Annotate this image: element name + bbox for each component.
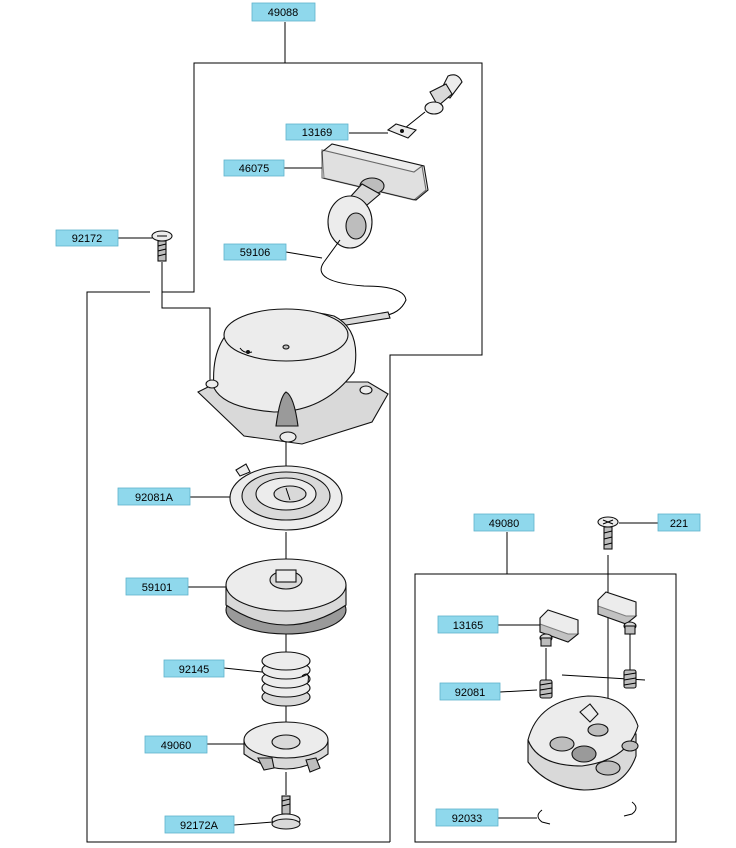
screw-221-part	[597, 516, 619, 550]
screw-upper-part	[151, 230, 173, 262]
leader-lines	[118, 132, 658, 826]
label-49080-text: 49080	[489, 518, 520, 530]
pawl-springs-part	[539, 634, 637, 699]
label-49088-text: 49088	[268, 7, 299, 19]
label-92081-text: 92081	[455, 687, 486, 699]
label-92172-text: 92172	[72, 233, 103, 245]
starter-housing-part	[197, 308, 389, 445]
label-46075[interactable]: 46075	[223, 159, 285, 177]
label-59101[interactable]: 59101	[125, 577, 189, 596]
rope-end-grip	[399, 74, 463, 133]
label-92172A-text: 92172A	[180, 820, 219, 832]
label-13165-text: 13165	[453, 620, 484, 632]
label-92081A[interactable]: 92081A	[117, 487, 191, 506]
label-59106-text: 59106	[240, 247, 271, 259]
recoil-spring-part	[229, 463, 343, 531]
label-13165[interactable]: 13165	[437, 615, 499, 634]
circlips-part	[537, 801, 637, 825]
pulley-part	[225, 558, 347, 635]
label-13169[interactable]: 13169	[285, 123, 349, 141]
label-13169-text: 13169	[302, 127, 333, 139]
torsion-spring-part	[261, 651, 311, 707]
label-59101-text: 59101	[142, 582, 173, 594]
label-221-text: 221	[670, 518, 688, 530]
pawl-right-part	[597, 591, 638, 635]
label-92081[interactable]: 92081	[439, 682, 501, 701]
label-49080[interactable]: 49080	[473, 513, 535, 532]
clamp-part	[386, 123, 418, 139]
label-59106[interactable]: 59106	[223, 243, 287, 261]
screw-lower-part	[271, 795, 301, 830]
label-92081A-text: 92081A	[135, 492, 174, 504]
label-46075-text: 46075	[239, 163, 270, 175]
label-92172A[interactable]: 92172A	[164, 815, 235, 834]
ratchet-part	[243, 721, 329, 773]
starter-pulley-plate-part	[527, 695, 639, 791]
label-92172[interactable]: 92172	[55, 229, 119, 247]
label-92145[interactable]: 92145	[163, 659, 225, 678]
label-92033[interactable]: 92033	[435, 808, 499, 827]
label-49060-text: 49060	[161, 740, 192, 752]
pawl-left-part	[539, 609, 580, 647]
group-lines	[86, 22, 677, 843]
label-49060[interactable]: 49060	[144, 735, 208, 754]
label-221[interactable]: 221	[657, 513, 701, 532]
label-92145-text: 92145	[179, 664, 210, 676]
handle-part	[321, 143, 429, 263]
label-92033-text: 92033	[452, 813, 483, 825]
label-49088[interactable]: 49088	[251, 2, 316, 22]
